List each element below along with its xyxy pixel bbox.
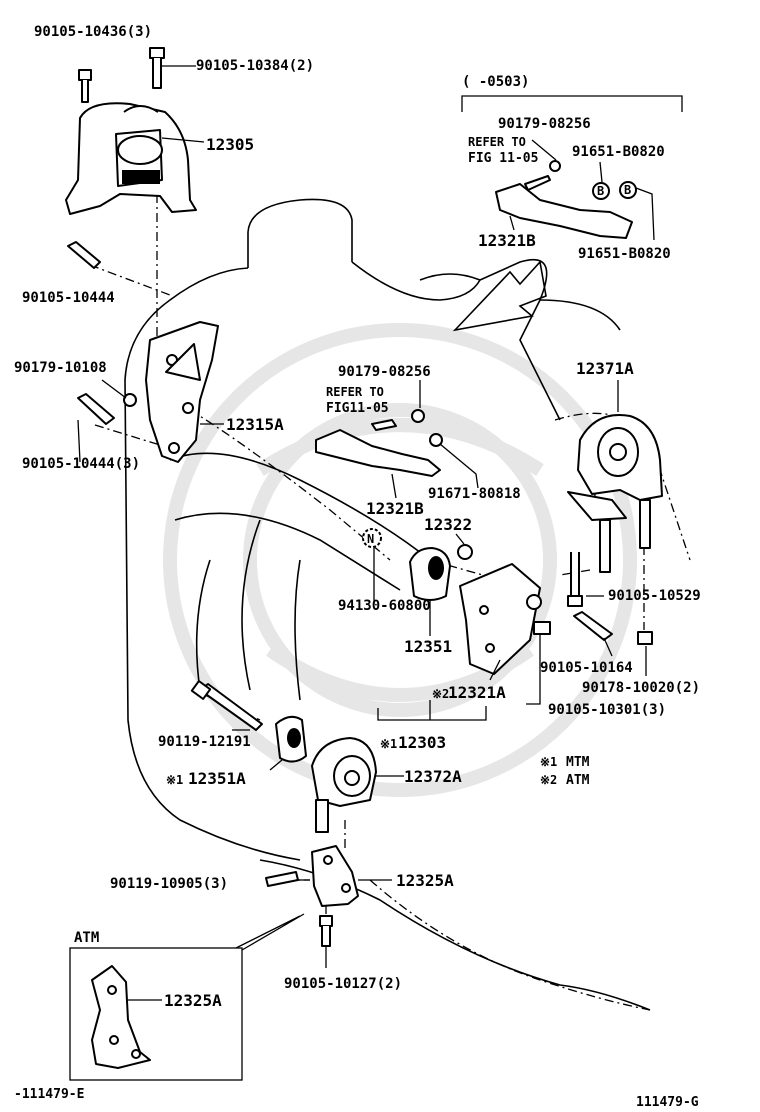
label-12321B-mid: 12321B xyxy=(366,499,424,518)
bolt-90119-12191 xyxy=(190,680,263,731)
label-mark2-note: ※2 xyxy=(540,773,557,787)
part-12305-mount xyxy=(65,102,197,215)
bolt-90105-10301 xyxy=(533,621,551,635)
label-12303: 12303 xyxy=(398,733,446,752)
label-refer-mid-2: FIG11-05 xyxy=(326,401,389,416)
label-note-mtm: MTM xyxy=(566,755,590,770)
bolt-90105-10436 xyxy=(78,69,92,103)
label-refer-mid-1: REFER TO xyxy=(326,385,384,399)
label-90105-10444-3: 90105-10444(3) xyxy=(22,456,140,472)
part-12321B-mid xyxy=(315,409,443,477)
label-90119-10905: 90119-10905(3) xyxy=(110,876,228,892)
label-90105-10436: 90105-10436(3) xyxy=(34,24,152,40)
leader-lines xyxy=(77,65,655,1001)
label-91651-B0820-b: 91651-B0820 xyxy=(578,246,671,262)
label-90179-08256-mid: 90179-08256 xyxy=(338,364,431,380)
label-fig-id-right: 111479-G xyxy=(636,1095,699,1110)
label-12371A: 12371A xyxy=(576,359,634,378)
label-90105-10529: 90105-10529 xyxy=(608,588,701,604)
label-note-atm: ATM xyxy=(566,773,590,788)
label-12325A-inset: 12325A xyxy=(164,991,222,1010)
label-mark1-12351A: ※1 xyxy=(166,773,183,787)
label-90105-10384: 90105-10384(2) xyxy=(196,58,314,74)
label-90105-10301: 90105-10301(3) xyxy=(548,702,666,718)
bolt-90105-10127 xyxy=(319,915,333,947)
part-12325A-bracket xyxy=(311,845,359,907)
label-mark1-12303: ※1 xyxy=(380,737,397,751)
label-refer-top-1: REFER TO xyxy=(468,135,526,149)
bolt-90105-10384 xyxy=(149,47,165,89)
bolt-90105-10444-top xyxy=(67,241,101,269)
label-94130-60800: 94130-60800 xyxy=(338,598,431,614)
label-refer-top-2: FIG 11-05 xyxy=(468,151,538,166)
label-90179-08256-top: 90179-08256 xyxy=(498,116,591,132)
marker-N: N xyxy=(362,528,382,548)
label-90178-10020: 90178-10020(2) xyxy=(582,680,700,696)
label-90179-10108: 90179-10108 xyxy=(14,360,107,376)
label-12321B-top: 12321B xyxy=(478,231,536,250)
label-12321A: 12321A xyxy=(448,683,506,702)
label-90105-10164: 90105-10164 xyxy=(540,660,633,676)
label-mark2-12321A: ※2 xyxy=(432,687,449,701)
label-range-note: ( -0503) xyxy=(462,74,529,90)
bolt-90105-10529 xyxy=(567,552,583,607)
label-12305: 12305 xyxy=(206,135,254,154)
nut-90179-10108 xyxy=(123,393,137,407)
circle-b-label-b: B xyxy=(624,183,631,197)
label-12351A: 12351A xyxy=(188,769,246,788)
nut-90178-10020 xyxy=(637,631,653,645)
circle-n-label: N xyxy=(367,532,374,546)
part-labels: 90105-10436(3) 90105-10384(2) 12305 9010… xyxy=(14,24,701,1110)
part-12321B-upper xyxy=(495,160,637,239)
label-90105-10127: 90105-10127(2) xyxy=(284,976,402,992)
label-12351: 12351 xyxy=(404,637,452,656)
label-90119-12191: 90119-12191 xyxy=(158,734,251,750)
bolt-90105-10164 xyxy=(573,611,613,641)
label-12372A: 12372A xyxy=(404,767,462,786)
bolt-90119-10905 xyxy=(265,871,299,887)
part-12315A-bracket xyxy=(145,321,219,463)
circle-b-label-a: B xyxy=(597,184,604,198)
range-bracket xyxy=(461,95,683,112)
label-91651-B0820-a: 91651-B0820 xyxy=(572,144,665,160)
label-12325A: 12325A xyxy=(396,871,454,890)
nut-12322 xyxy=(457,544,473,560)
label-inset-atm: ATM xyxy=(74,930,99,946)
label-12322: 12322 xyxy=(424,515,472,534)
label-fig-id-left: -111479-E xyxy=(14,1087,84,1102)
atm-inset xyxy=(69,913,305,1081)
bolt-90105-10444-lower xyxy=(77,393,115,425)
label-mark1-note: ※1 xyxy=(540,755,557,769)
part-12351-cushion xyxy=(409,547,451,601)
label-12315A: 12315A xyxy=(226,415,284,434)
part-12321A-bracket xyxy=(459,563,542,675)
label-90105-10444-top: 90105-10444 xyxy=(22,290,115,306)
part-12372A-mount xyxy=(311,737,377,833)
label-91671-80818: 91671-80818 xyxy=(428,486,521,502)
watermark xyxy=(163,323,637,797)
part-12351A-cushion xyxy=(275,715,307,763)
part-12371A-mount xyxy=(567,414,663,573)
